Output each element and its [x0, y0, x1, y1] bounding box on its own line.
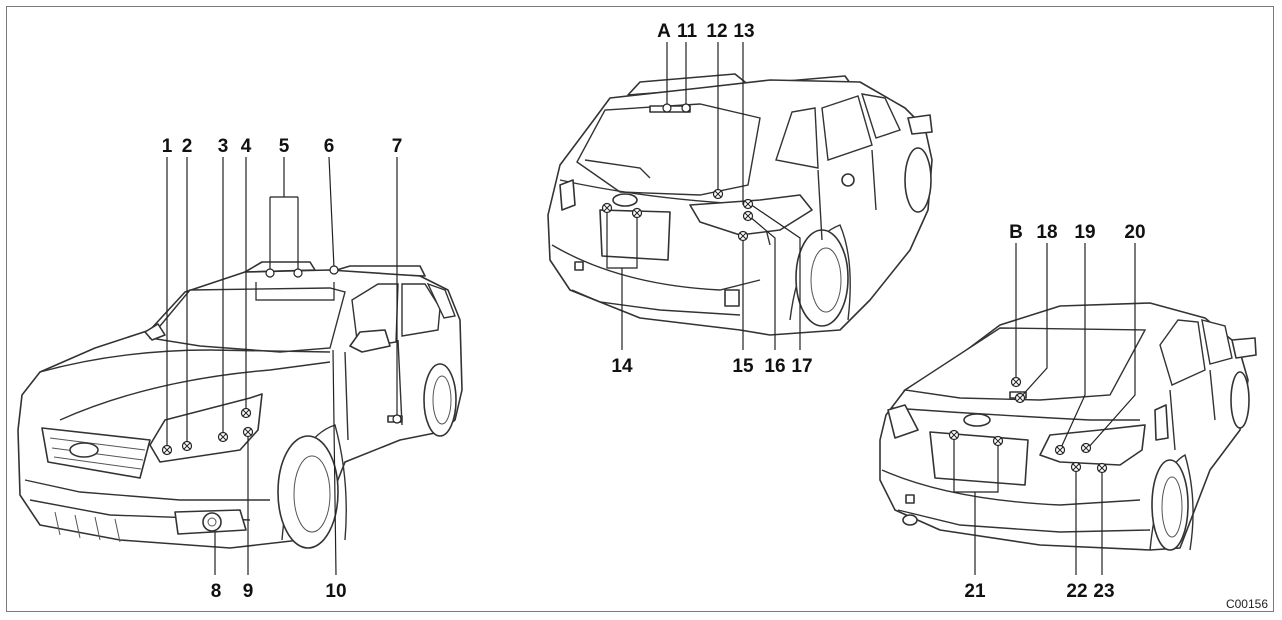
callout-3: 3	[218, 136, 229, 157]
lamp-marker-B	[1010, 376, 1022, 388]
leader-lines	[166, 42, 1136, 576]
lamp-marker-5b	[293, 268, 303, 278]
callout-B: B	[1009, 222, 1023, 243]
callout-labels: 1 2 3 4 5 6 7 8 9 10 A 11 12 13 14 15 16…	[162, 21, 1269, 611]
lamp-marker-A	[662, 103, 672, 113]
lamp-marker-15	[737, 230, 749, 242]
callout-6: 6	[324, 136, 335, 157]
lamp-marker-4	[240, 407, 252, 419]
lamp-marker-14b	[631, 207, 643, 219]
callout-16: 16	[764, 356, 785, 377]
callout-2: 2	[182, 136, 193, 157]
callout-11: 11	[677, 21, 698, 42]
callout-23: 23	[1093, 581, 1114, 602]
callout-5: 5	[279, 136, 290, 157]
lamp-marker-9	[242, 426, 254, 438]
callout-20: 20	[1124, 222, 1145, 243]
callout-19: 19	[1074, 222, 1095, 243]
lamp-marker-3	[217, 431, 229, 443]
callout-18: 18	[1036, 222, 1057, 243]
lamp-marker-6	[329, 265, 339, 275]
lamp-marker-13	[742, 198, 754, 210]
callout-17: 17	[791, 356, 812, 377]
lamp-marker-1	[161, 444, 173, 456]
callout-21: 21	[964, 581, 986, 602]
lamp-marker-22	[1070, 461, 1082, 473]
lamp-marker-21b	[992, 435, 1004, 447]
rear-wagon-illustration	[547, 73, 933, 336]
callout-13: 13	[733, 21, 754, 42]
callout-1: 1	[162, 136, 173, 157]
lamp-marker-16	[742, 210, 754, 222]
callout-14: 14	[611, 356, 633, 377]
lamp-marker-5a	[265, 268, 275, 278]
callout-12: 12	[706, 21, 727, 42]
callout-22: 22	[1066, 581, 1087, 602]
callout-7: 7	[392, 136, 403, 157]
callout-8: 8	[211, 581, 222, 602]
lamp-marker-19	[1054, 444, 1066, 456]
lamp-marker-12	[712, 188, 724, 200]
callout-9: 9	[243, 581, 254, 602]
callout-15: 15	[732, 356, 754, 377]
callout-4: 4	[241, 136, 252, 157]
lamp-marker-14a	[601, 202, 613, 214]
callout-10: 10	[325, 581, 346, 602]
lamp-marker-23	[1096, 462, 1108, 474]
front-wagon-illustration	[17, 261, 463, 549]
lamp-markers	[161, 103, 1108, 474]
lamp-marker-20	[1080, 442, 1092, 454]
callout-A: A	[657, 21, 671, 42]
lamp-marker-21a	[948, 429, 960, 441]
figure-code: C00156	[1226, 597, 1268, 611]
lamp-marker-2	[181, 440, 193, 452]
lamp-marker-7	[392, 414, 402, 424]
lamp-marker-11	[681, 103, 691, 113]
lamp-marker-18	[1014, 392, 1026, 404]
rear-sedan-illustration	[879, 302, 1257, 551]
